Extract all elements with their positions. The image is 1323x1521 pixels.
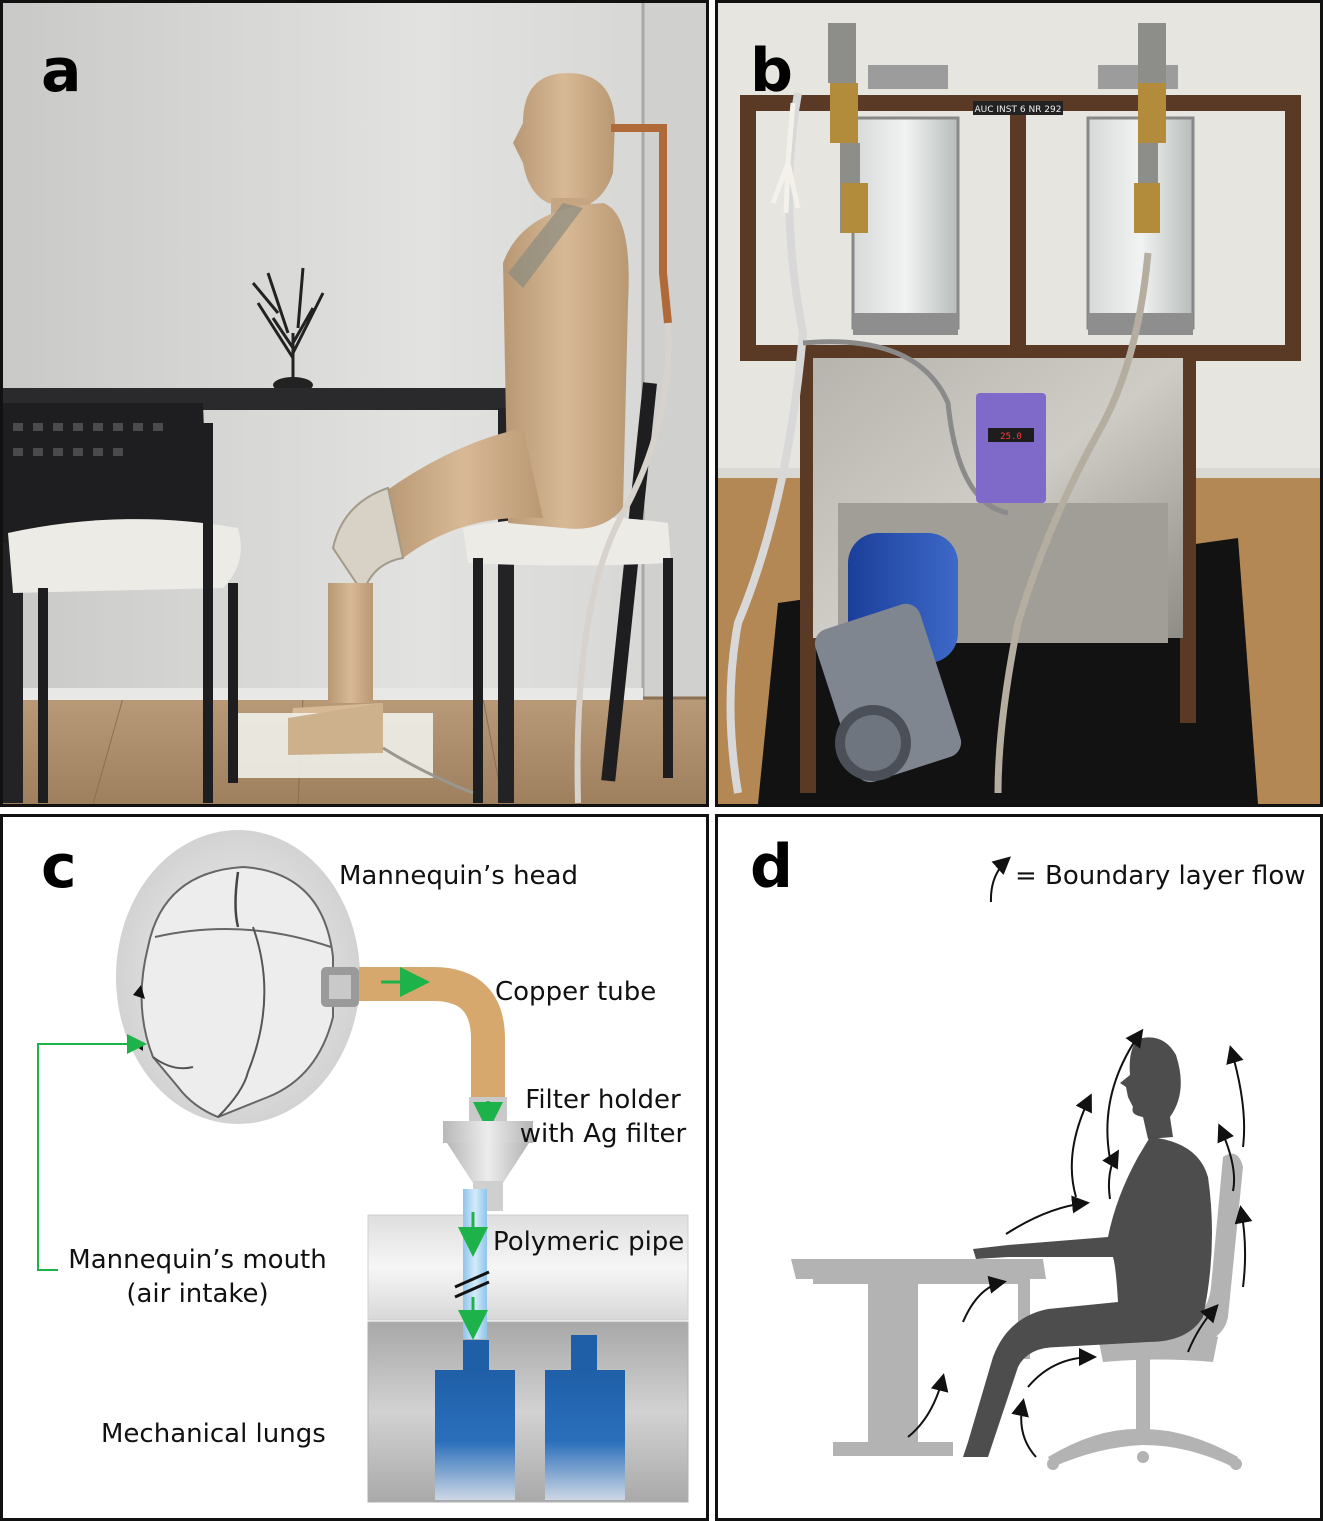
- chair-right-icon: [463, 382, 673, 803]
- mechanical-lungs-icon: [435, 1335, 625, 1500]
- label-mechanical-lungs: Mechanical lungs: [101, 1419, 326, 1449]
- mannequin-icon: [238, 73, 629, 778]
- panel-a: a: [0, 0, 709, 807]
- mannequin-at-desk-photo: [3, 3, 706, 804]
- polymeric-pipe-icon: [463, 1189, 487, 1339]
- label-mouth-line2: (air intake): [126, 1279, 269, 1309]
- legend-flow-arrow-icon: [989, 856, 1011, 903]
- boundary-flow-arrows: [907, 1028, 1253, 1458]
- label-mouth-line1: Mannequin’s mouth: [68, 1245, 327, 1275]
- panel-letter-c: c: [41, 832, 77, 902]
- sampling-setup-diagram: [37, 830, 689, 1503]
- panel-b: AUC INST 6 NR 292 25.0 b: [715, 0, 1323, 807]
- label-filter-holder-line2: with Ag filter: [519, 1119, 687, 1149]
- seated-person-icon: [963, 1037, 1212, 1457]
- label-mannequin-mouth: Mannequin’s mouth (air intake): [65, 1243, 330, 1311]
- label-filter-holder-line1: Filter holder: [525, 1085, 681, 1115]
- label-polymeric-pipe: Polymeric pipe: [493, 1227, 685, 1257]
- panel-c: c Mannequin’s head Copper tube Filter ho…: [0, 814, 709, 1521]
- panel-letter-a: a: [41, 36, 82, 106]
- filter-holder-icon: [443, 1121, 533, 1143]
- panel-letter-b: b: [750, 36, 793, 106]
- boundary-layer-diagram: [791, 856, 1253, 1470]
- rig-plate-text: AUC INST 6 NR 292: [975, 105, 1062, 115]
- chair-left-icon: [3, 403, 241, 803]
- label-copper-tube: Copper tube: [495, 977, 657, 1007]
- mannequin-head-sketch: [116, 830, 360, 1124]
- mechanical-lungs-rig-photo: AUC INST 6 NR 292 25.0: [718, 3, 1320, 804]
- label-mannequin-head: Mannequin’s head: [339, 861, 578, 891]
- legend-boundary-layer-flow: = Boundary layer flow: [1015, 861, 1306, 891]
- panel-letter-d: d: [750, 832, 793, 902]
- controller-icon: [976, 393, 1046, 503]
- chair-icon: [1047, 1153, 1243, 1470]
- desk-icon: [791, 1259, 1046, 1456]
- panel-d: d = Boundary layer flow: [715, 814, 1323, 1521]
- label-filter-holder: Filter holder with Ag filter: [518, 1083, 688, 1151]
- svg-text:25.0: 25.0: [1000, 432, 1022, 442]
